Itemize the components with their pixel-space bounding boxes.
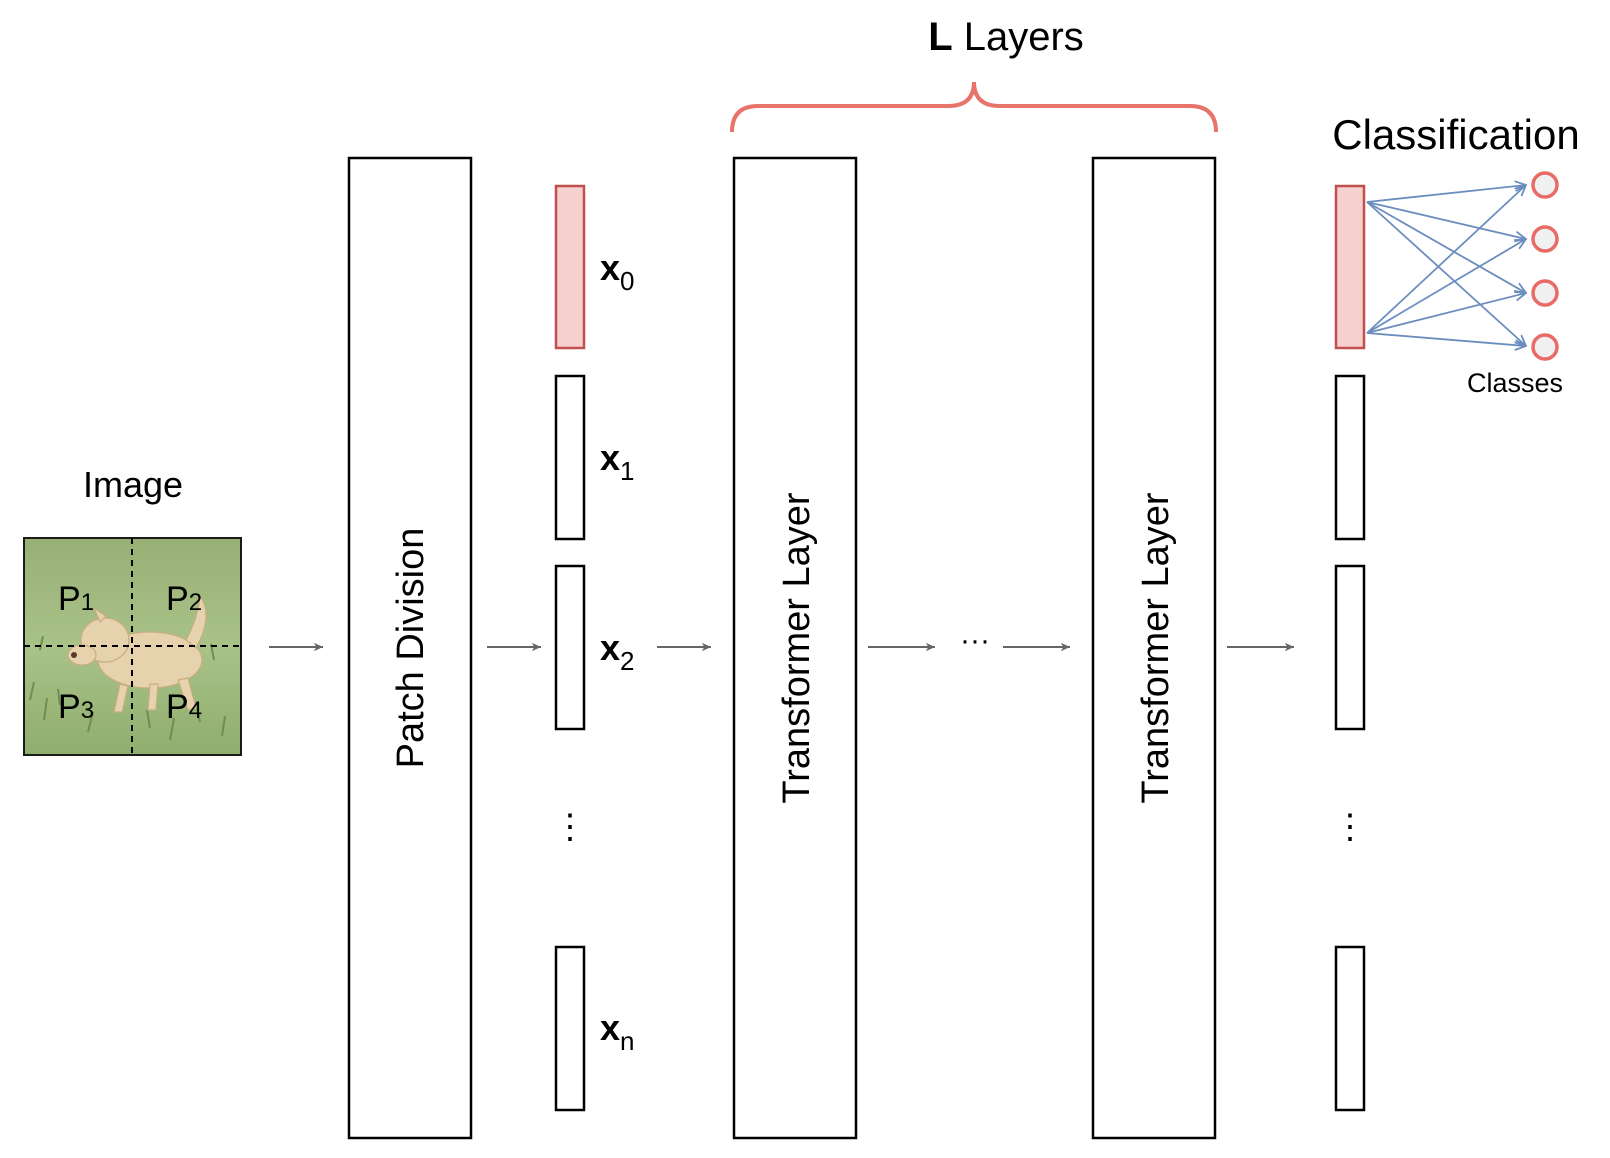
token-label-x0: x0 [600, 247, 635, 296]
connection-bottom-to-class-2 [1366, 239, 1526, 334]
token-x1 [554, 374, 586, 541]
connection-bottom-to-class-4 [1366, 332, 1526, 346]
classification-title: Classification [1332, 111, 1579, 158]
patch-label-p1: P1 [58, 580, 94, 618]
dog-illustration [67, 594, 207, 713]
tokens-vdots: ⋮ [553, 808, 587, 846]
patch-division-block [347, 156, 473, 1140]
connection-top-to-class-1 [1366, 185, 1526, 203]
layers-brace [730, 81, 1218, 133]
transformer-layer-last [1091, 156, 1217, 1140]
patch-label-p2: P2 [166, 580, 202, 618]
output-vdots: ⋮ [1333, 808, 1367, 846]
transformer-layer-first-label: Transformer Layer [776, 492, 818, 803]
patch-label-p4: P4 [166, 688, 202, 726]
input-image: P1 P2 P3 P4 [23, 537, 242, 756]
class-node-1 [1531, 171, 1559, 199]
layers-label-bold: L [928, 15, 952, 59]
connection-top-to-class-4 [1366, 201, 1526, 346]
output-token-n [1334, 945, 1366, 1112]
layers-label-rest: Layers [953, 15, 1084, 59]
layers-label: L Layers [928, 15, 1084, 59]
token-label-xn: xn [600, 1007, 635, 1056]
transformer-layer-first [732, 156, 858, 1140]
output-token-cls [1334, 184, 1366, 350]
class-node-3 [1531, 279, 1559, 307]
connection-top-to-class-3 [1366, 201, 1526, 293]
class-node-4 [1531, 333, 1559, 361]
token-label-x1: x1 [600, 437, 635, 486]
classification-connections [1366, 185, 1526, 346]
token-label-x2: x2 [600, 627, 635, 676]
patch-label-p3: P3 [58, 688, 94, 726]
image-title: Image [83, 464, 183, 505]
patch-division-label: Patch Division [390, 528, 432, 769]
connection-bottom-to-class-3 [1366, 293, 1526, 334]
token-x0-cls [554, 184, 586, 350]
connection-bottom-to-class-1 [1366, 185, 1526, 334]
token-x2 [554, 564, 586, 731]
transformer-layer-last-label: Transformer Layer [1135, 492, 1177, 803]
output-token-1 [1334, 374, 1366, 541]
token-xn [554, 945, 586, 1112]
connection-top-to-class-2 [1366, 201, 1526, 239]
class-node-2 [1531, 225, 1559, 253]
output-token-2 [1334, 564, 1366, 731]
layer-ellipsis: ··· [960, 624, 990, 657]
classes-label: Classes [1467, 368, 1563, 398]
